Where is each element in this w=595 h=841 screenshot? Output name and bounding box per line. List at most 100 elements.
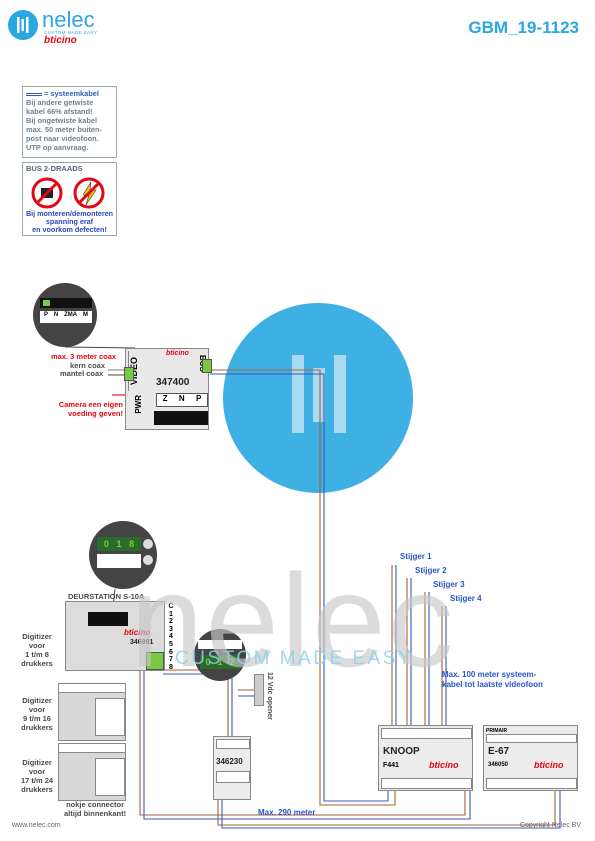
note-line: UTP op aanvraag. — [26, 143, 89, 152]
bus-term: Z — [162, 394, 168, 403]
camera-terminal-strip — [154, 411, 208, 425]
switch-title: KNOOP — [383, 746, 420, 757]
mantel-coax-label: mantel coax — [60, 369, 104, 378]
max-290-label: Max. 290 meter — [258, 808, 316, 817]
door-station-bus-terminal — [146, 652, 164, 670]
footer-copyright: Copyright Nelec BV — [519, 822, 581, 829]
bus-term: P — [195, 394, 202, 403]
digitizer-line: 1 t/m 8 — [25, 650, 49, 659]
dip-label: P — [43, 312, 48, 318]
brand-tagline: CUSTOM MADE EASY — [44, 30, 98, 35]
note-line: Bij andere getwiste — [26, 98, 94, 107]
max-100-line: Max. 100 meter systeem- — [442, 670, 537, 679]
no-power-icon — [31, 177, 105, 209]
legend-line-icon — [26, 92, 42, 96]
note-line: kabel 66% afstand! — [26, 107, 93, 116]
lock-label: 12 Vdc opener — [266, 672, 273, 720]
terminal-label: 7 — [169, 656, 173, 664]
cable-legend-text: = systeemkabel — [44, 89, 99, 98]
dip-label: M — [83, 312, 89, 318]
digit: 1 — [116, 539, 122, 549]
psu-model: 346050 — [488, 762, 509, 768]
door-station-digits: 0 1 8 — [100, 539, 138, 549]
dip-label: ZMA — [64, 312, 78, 318]
camera-brand: bticino — [166, 350, 189, 357]
switch-brand: bticino — [429, 760, 459, 770]
sub-brand: bticino — [44, 35, 77, 46]
door-station-terminals: C 1 2 3 4 5 6 7 8 — [166, 603, 176, 671]
digitizer-line: 17 t/m 24 — [20, 776, 54, 785]
digitizer-module-2 — [58, 743, 126, 801]
riser-label-4: Stijger 4 — [450, 594, 482, 603]
terminal-label: 1 — [169, 610, 173, 618]
camera-module: VIDEO PWR bticino BUS 347400 Z N P — [124, 348, 212, 430]
riser-label-2: Stijger 2 — [415, 566, 447, 575]
riser-label-3: Stijger 3 — [433, 580, 465, 589]
connector-note-line: altijd binnenkant! — [64, 809, 127, 818]
digitizer-line: drukkers — [21, 785, 53, 794]
note-line: post naar videofoon. — [26, 134, 99, 143]
switch-bottom-terminals — [381, 778, 472, 789]
power-digits: 0 1 2 — [202, 657, 238, 667]
digit: 8 — [129, 539, 135, 549]
digitizer-label-2: Digitizer voor 9 t/m 16 drukkers — [14, 696, 60, 732]
digitizer-line: voor — [28, 705, 46, 714]
bus-warning-line: en voorkom defecten! — [32, 225, 107, 234]
camera-model: 347400 — [156, 377, 190, 388]
digitizer-terminals — [59, 684, 125, 693]
power-module: 346230 — [213, 736, 251, 800]
digit: 0 — [205, 657, 211, 667]
door-station-connector — [88, 612, 128, 626]
digitizer-line: Digitizer — [22, 632, 52, 641]
max-100-label: Max. 100 meter systeem- kabel tot laatst… — [442, 670, 543, 690]
door-station: bticino 346991 — [65, 601, 165, 671]
power-model: 346230 — [216, 757, 243, 766]
cable-notes-box: = systeemkabel Bij andere getwiste kabel… — [22, 86, 117, 158]
psu-primary-label: PRIMAIR — [486, 728, 508, 734]
bus-warning-text: Bij monteren/demonteren spanning eraf en… — [23, 210, 116, 234]
watermark-tagline: CUSTOM MADE EASY — [175, 648, 414, 669]
camera-power-line: Camera een eigen — [58, 400, 123, 409]
digit: 0 — [103, 539, 109, 549]
psu-terminals — [486, 734, 577, 743]
bus-terminal — [202, 359, 212, 373]
switch-module: KNOOP F441 bticino — [378, 725, 473, 791]
digitizer-line: Digitizer — [22, 696, 52, 705]
connector-note-line: nokje connector — [66, 800, 125, 809]
terminal-label: 6 — [169, 648, 173, 656]
document-code: GBM_19-1123 — [468, 18, 579, 37]
digitizer-label-3: Digitizer voor 17 t/m 24 drukkers — [14, 758, 60, 794]
power-dip — [216, 771, 250, 783]
bus-warning-line: Bij monteren/demonteren — [25, 209, 114, 218]
lock-icon — [254, 674, 264, 706]
terminal-label: C — [168, 603, 174, 610]
digitizer-label-1: Digitizer voor 1 t/m 8 drukkers — [14, 632, 60, 668]
terminal-label: 2 — [169, 618, 173, 626]
door-station-model: 346991 — [130, 639, 154, 646]
digitizer-board — [95, 698, 125, 736]
bus-warning-title: BUS 2-DRAADS — [26, 164, 83, 173]
bus-warning-line: spanning eraf — [45, 217, 94, 226]
door-station-brand: bticino — [124, 628, 151, 637]
switch-terminals — [381, 728, 472, 739]
dip-label: N — [53, 312, 59, 318]
brand-name: nelec — [42, 7, 95, 32]
footer-website[interactable]: www.nelec.com — [12, 822, 61, 829]
digitizer-line: drukkers — [21, 659, 53, 668]
camera-power-line: voeding geven! — [67, 409, 123, 418]
psu-title: E-67 — [488, 746, 510, 757]
pwr-label: PWR — [134, 395, 143, 414]
psu-brand: bticino — [534, 760, 564, 770]
video-terminal — [124, 367, 134, 381]
digit: 2 — [229, 657, 235, 667]
connector-note: nokje connector altijd binnenkant! — [64, 800, 126, 818]
camera-power-label: Camera een eigen voeding geven! — [55, 400, 123, 418]
digitizer-board — [95, 758, 125, 796]
bus-terminals: Z N P — [156, 393, 208, 407]
watermark-brand: nelec — [130, 547, 456, 694]
digitizer-module-1 — [58, 683, 126, 741]
terminal-label: 8 — [169, 663, 173, 671]
psu-bottom-terminals — [486, 778, 577, 789]
note-line: max. 50 meter buiten- — [26, 125, 102, 134]
psu-module: PRIMAIR E-67 346050 bticino — [483, 725, 578, 791]
